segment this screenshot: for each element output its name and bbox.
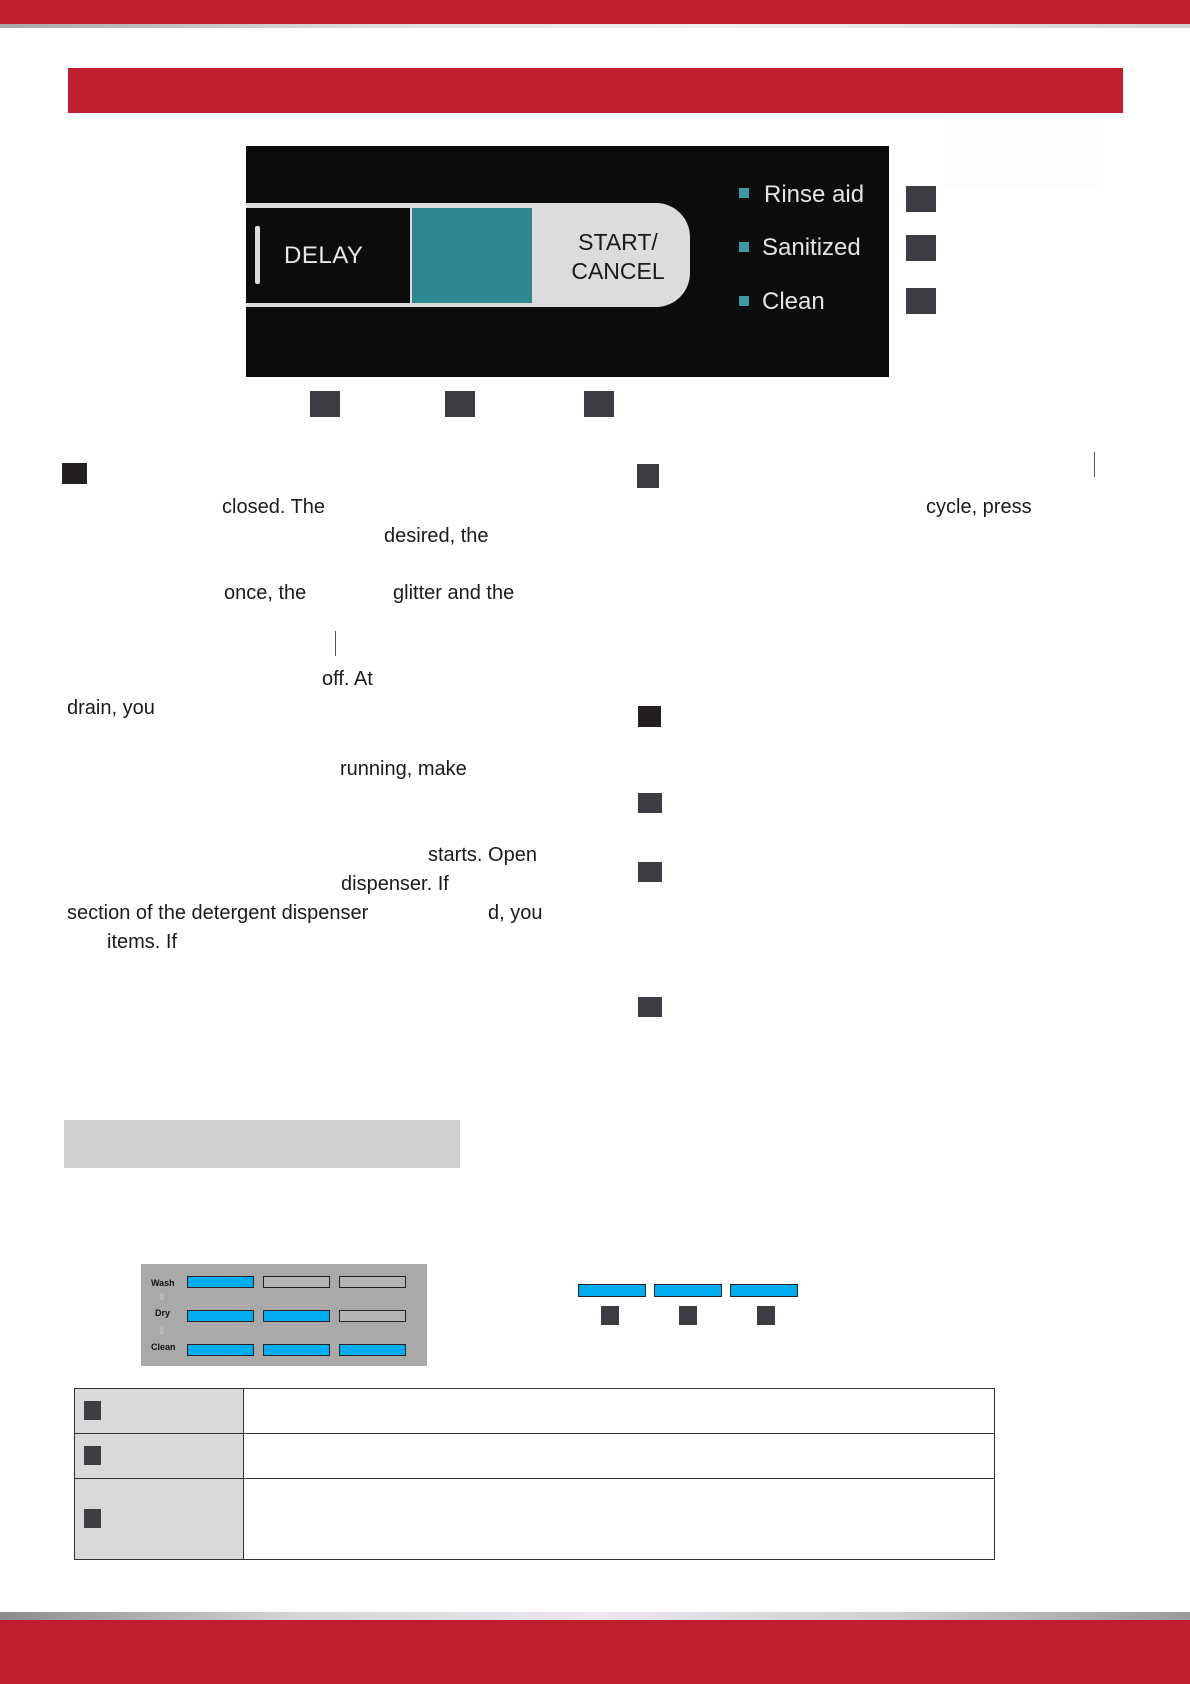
table-label-cell: [74, 1478, 244, 1560]
callout-marker: [906, 186, 936, 212]
body-text: dispenser. If: [341, 873, 449, 895]
callout-marker: [679, 1306, 697, 1325]
body-text: cycle, press: [926, 496, 1032, 518]
bottom-shadow-strip: [0, 1612, 1190, 1620]
table-label-cell: [74, 1433, 244, 1479]
top-brand-bar: [0, 0, 1190, 24]
section-marker: [62, 463, 87, 484]
section-marker: [638, 862, 662, 882]
table-description-cell: [243, 1478, 995, 1560]
callout-marker: [601, 1306, 619, 1325]
program-status-cell: [263, 1310, 330, 1322]
top-shadow-strip: [0, 24, 1190, 28]
start-label-line1: START/: [578, 229, 658, 255]
clean-row-label: Clean: [151, 1342, 176, 1352]
body-text: section of the detergent dispenser: [67, 902, 369, 924]
delay-label: DELAY: [284, 242, 364, 269]
callout-marker: [757, 1306, 775, 1325]
down-arrow-icon: ⇩: [158, 1326, 166, 1336]
dry-row-label: Dry: [155, 1308, 171, 1318]
sanitized-label: Sanitized: [762, 234, 861, 261]
body-text: desired, the: [384, 525, 489, 547]
row-marker: [84, 1509, 101, 1528]
table-row: [74, 1433, 995, 1479]
wash-row-label: Wash: [151, 1278, 175, 1288]
table-row: [74, 1388, 995, 1434]
body-text: glitter and the: [393, 582, 515, 604]
text-cursor-line: [335, 631, 336, 656]
section-title-band: [68, 68, 1123, 113]
program-button[interactable]: [412, 208, 532, 303]
legend-bar: [578, 1284, 646, 1297]
body-text: once, the: [224, 582, 307, 604]
row-marker: [84, 1401, 101, 1420]
down-arrow-icon: ⇩: [158, 1292, 166, 1302]
table-row: [74, 1478, 995, 1560]
body-text: running, make: [340, 758, 467, 780]
body-text: drain, you: [67, 697, 155, 719]
subsection-heading-band: [64, 1120, 460, 1168]
body-text: starts. Open: [428, 844, 537, 866]
clean-label: Clean: [762, 288, 825, 315]
bottom-brand-bar: [0, 1620, 1190, 1684]
program-status-cell: [339, 1276, 406, 1288]
delay-button[interactable]: [246, 208, 410, 303]
callout-marker: [584, 391, 614, 417]
callout-marker: [906, 235, 936, 261]
callout-marker: [906, 288, 936, 314]
table-description-cell: [243, 1388, 995, 1434]
clean-indicator-light: [739, 296, 749, 306]
section-marker: [637, 464, 659, 488]
delay-divider: [255, 226, 260, 284]
program-status-cell: [187, 1276, 254, 1288]
rinse-aid-indicator-light: [739, 188, 749, 198]
rinse-aid-label: Rinse aid: [764, 181, 865, 208]
start-label-line2: CANCEL: [571, 258, 665, 284]
table-label-cell: [74, 1388, 244, 1434]
start-cancel-button[interactable]: START/ CANCEL: [540, 228, 696, 286]
body-text: items. If: [107, 931, 178, 953]
program-status-cell: [263, 1344, 330, 1356]
program-status-cell: [187, 1310, 254, 1322]
status-table: [74, 1388, 995, 1560]
section-marker: [638, 793, 662, 813]
program-status-cell: [187, 1344, 254, 1356]
legend-bar: [730, 1284, 798, 1297]
callout-marker: [445, 391, 475, 417]
row-marker: [84, 1446, 101, 1465]
program-status-cell: [339, 1310, 406, 1322]
callout-marker: [310, 391, 340, 417]
section-marker: [638, 997, 662, 1017]
legend-bar: [654, 1284, 722, 1297]
faint-box: [944, 118, 1098, 188]
program-status-cell: [339, 1344, 406, 1356]
sanitized-indicator-light: [739, 242, 749, 252]
body-text: off. At: [322, 668, 373, 690]
section-marker: [638, 706, 661, 727]
body-text: d, you: [488, 902, 543, 924]
program-status-cell: [263, 1276, 330, 1288]
body-text: closed. The: [222, 496, 326, 518]
table-description-cell: [243, 1433, 995, 1479]
text-cursor-line: [1094, 452, 1095, 477]
